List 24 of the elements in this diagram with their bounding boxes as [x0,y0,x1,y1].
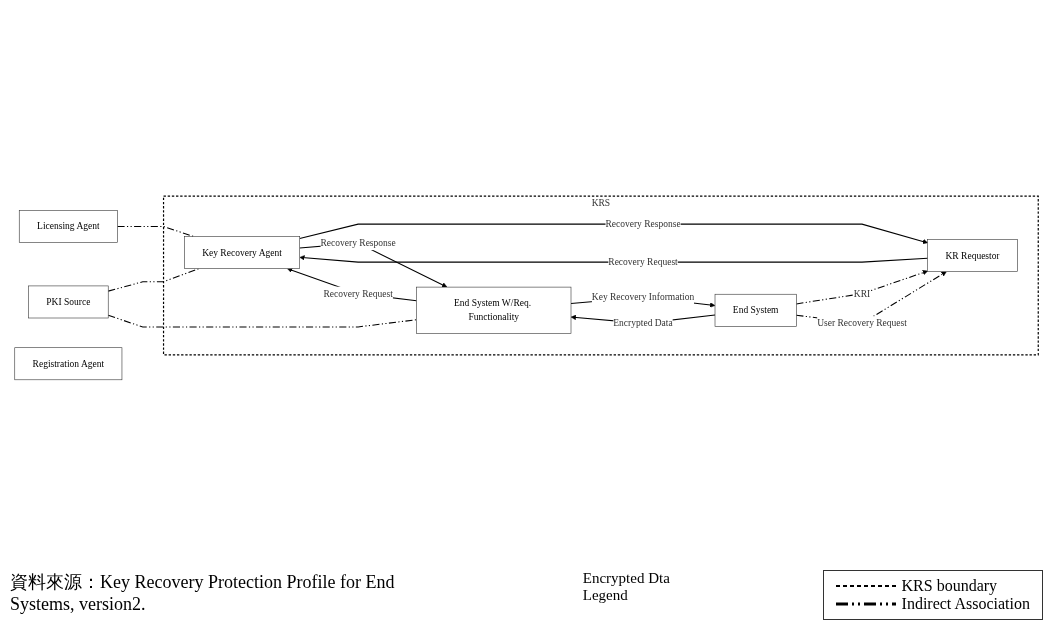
edge-label: Recovery Request [608,256,678,267]
legend-label: Indirect Association [901,595,1030,613]
connector [107,314,418,328]
node-box: End System W/Req. Functionality [416,286,572,334]
edge-label: Encrypted Data [613,318,673,329]
node-box: Registration Agent [14,347,123,381]
arrow [795,270,928,305]
node-box: Key Recovery Agent [184,236,300,269]
legend-label: KRS boundary [901,577,998,595]
edge-label: User Recovery Request [817,318,907,329]
note-text: Encrypted Dta [582,570,670,587]
node-box: PKI Source [28,285,109,319]
edge-label: Recovery Response [320,237,396,248]
node-box: Licensing Agent [18,210,118,243]
edge-label: Recovery Request [323,288,393,299]
edge-label: KRI [853,288,871,299]
note-text: Legend [582,587,629,604]
node-box: KR Requestor [927,239,1018,272]
edge-label: Key Recovery Information [591,291,695,302]
arrow [299,255,929,263]
node-box: End System [714,293,797,327]
arrow [287,267,418,302]
edge-label: Recovery Response [605,218,681,229]
source-caption: 資料來源：Key Recovery Protection Profile for End Systems, version2. [10,571,396,615]
